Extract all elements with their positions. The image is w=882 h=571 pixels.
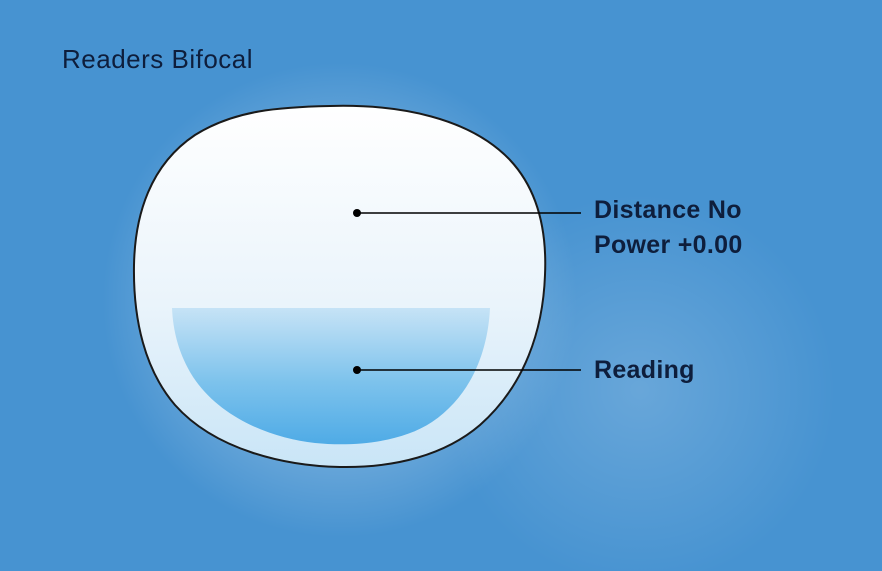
distance-label: Distance No Power +0.00 (594, 193, 743, 263)
reading-segment (172, 308, 490, 445)
distance-label-line1: Distance No (594, 196, 742, 224)
diagram-title: Readers Bifocal (62, 44, 254, 74)
distance-pointer-dot (353, 209, 361, 217)
distance-label-line2: Power +0.00 (594, 231, 743, 259)
reading-label: Reading (594, 356, 695, 384)
reading-pointer-dot (353, 366, 361, 374)
